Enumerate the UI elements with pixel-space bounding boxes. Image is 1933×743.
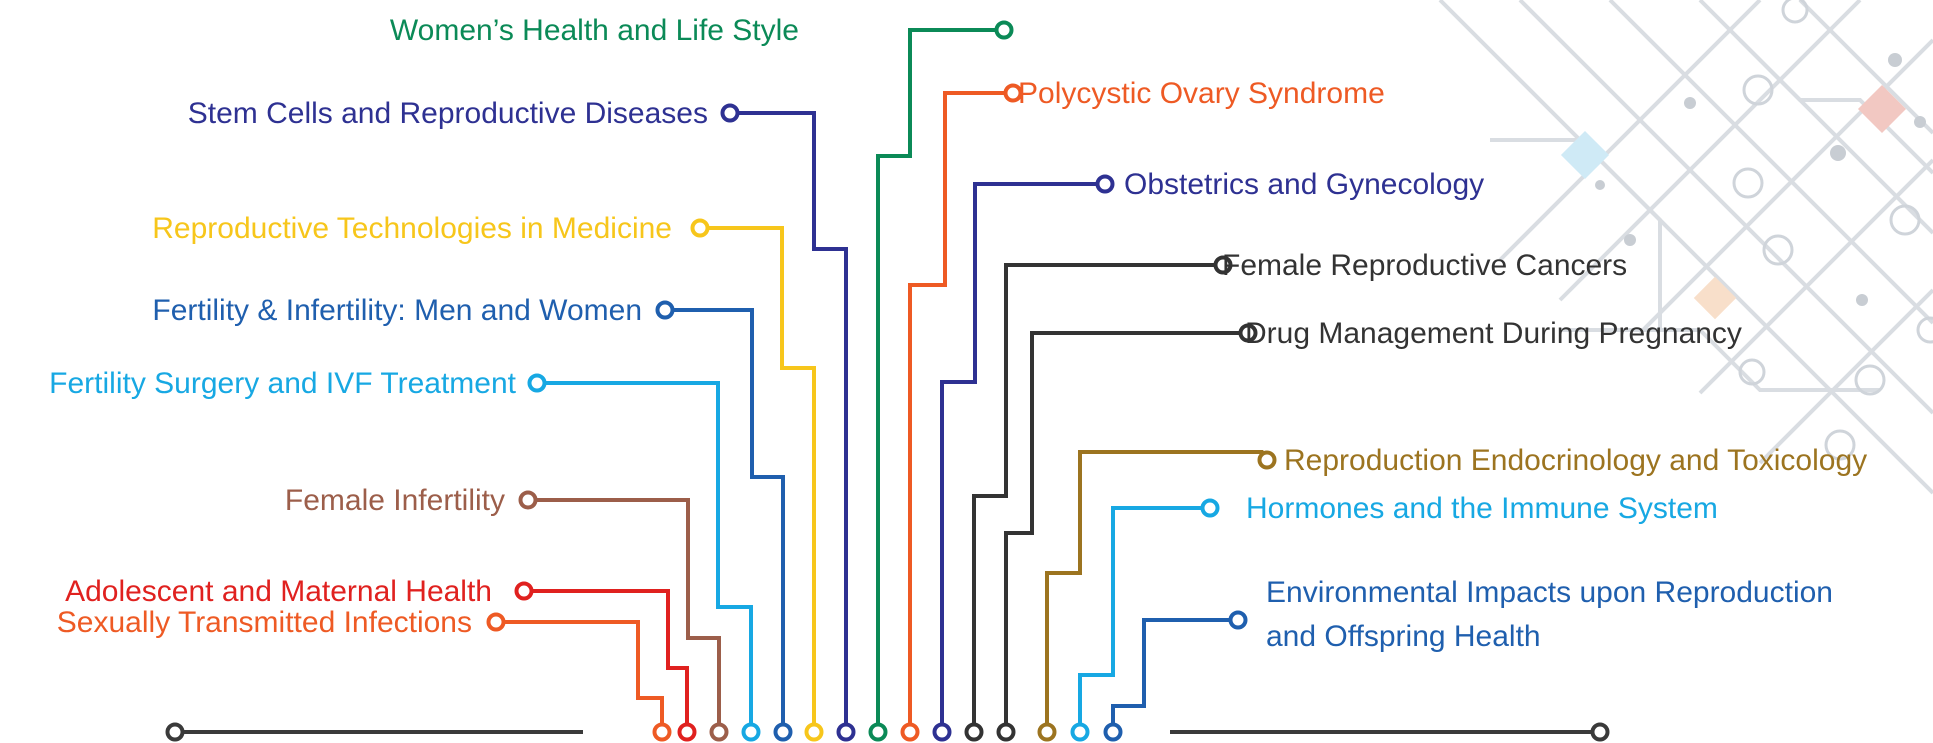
topic-right-1: Polycystic Ovary Syndrome [1018,77,1385,110]
terminal-node-right-4 [996,722,1016,742]
topic-left-1: Women’s Health and Life Style [390,14,799,47]
terminal-node-right-2 [932,722,952,742]
topic-node-left-7 [514,581,534,601]
connector-line-right-7 [1111,618,1238,732]
topic-label: Women’s Health and Life Style [390,14,799,47]
topic-node-right-3 [1213,255,1233,275]
terminal-node-right-7 [1103,722,1123,742]
topic-left-6: Female Infertility [285,484,505,517]
topic-right-6: Hormones and the Immune System [1246,492,1718,525]
terminal-node-left-6 [709,722,729,742]
terminal-node-left-2 [836,722,856,742]
connector-line-left-1 [876,28,1004,732]
topic-right-5: Reproduction Endocrinology and Toxicolog… [1284,444,1867,477]
topic-label: Female Infertility [285,484,505,517]
terminal-node-right-1 [900,722,920,742]
topic-node-right-5 [1257,450,1277,470]
topic-left-3: Reproductive Technologies in Medicine [152,212,672,245]
topic-node-right-4 [1238,323,1258,343]
terminal-node-left-1 [868,722,888,742]
topic-label: Adolescent and Maternal Health [65,575,492,608]
topic-node-left-2 [720,103,740,123]
topic-node-left-4 [655,300,675,320]
connector-line-right-3 [972,263,1223,732]
connector-lines [486,20,1277,742]
topic-label: Drug Management During Pregnancy [1245,317,1742,350]
topic-right-7: Environmental Impacts upon Reproduction a… [1266,576,1833,653]
topic-label: Polycystic Ovary Syndrome [1018,77,1385,110]
topic-label: Female Reproductive Cancers [1222,249,1627,282]
topic-right-3: Female Reproductive Cancers [1222,249,1627,282]
connector-line-left-4 [665,308,785,732]
topic-node-left-8 [486,612,506,632]
connector-line-right-2 [940,182,1105,732]
topic-right-2: Obstetrics and Gynecology [1124,168,1484,201]
topic-left-4: Fertility & Infertility: Men and Women [152,294,642,327]
topic-node-right-1 [1003,83,1023,103]
terminal-node-right-6 [1070,722,1090,742]
connector-line-left-2 [730,111,848,732]
terminal-node-right-5 [1037,722,1057,742]
topic-node-right-2 [1095,174,1115,194]
topic-label: Hormones and the Immune System [1246,492,1718,525]
topic-left-7: Adolescent and Maternal Health [65,575,492,608]
topic-node-left-6 [518,490,538,510]
connector-line-right-1 [908,91,1013,732]
topic-left-2: Stem Cells and Reproductive Diseases [188,97,708,130]
topic-left-5: Fertility Surgery and IVF Treatment [49,367,516,400]
topic-node-right-6 [1200,498,1220,518]
topic-label: Fertility & Infertility: Men and Women [152,294,642,327]
terminal-node-left-8 [652,722,672,742]
connector-line-left-6 [528,498,721,732]
timeline-baseline [165,722,1610,742]
topic-label-line2: and Offspring Health [1266,620,1541,653]
connector-line-left-5 [537,381,753,732]
terminal-node-left-5 [741,722,761,742]
topic-node-left-3 [690,218,710,238]
topic-node-left-1 [994,20,1014,40]
baseline-right-end-node [1590,722,1610,742]
connector-line-left-8 [496,620,664,732]
topic-label: Obstetrics and Gynecology [1124,168,1484,201]
connector-line-left-3 [700,226,816,732]
terminal-node-left-3 [804,722,824,742]
terminal-node-left-7 [677,722,697,742]
topic-label: Reproduction Endocrinology and Toxicolog… [1284,444,1867,477]
baseline-left-end-node [165,722,185,742]
terminal-node-left-4 [773,722,793,742]
topic-label: Fertility Surgery and IVF Treatment [49,367,516,400]
circuit-background [1438,0,1933,495]
topic-node-left-5 [527,373,547,393]
topic-label: Reproductive Technologies in Medicine [152,212,672,245]
topic-left-8: Sexually Transmitted Infections [57,606,472,639]
topic-right-4: Drug Management During Pregnancy [1245,317,1742,350]
topic-label: Sexually Transmitted Infections [57,606,472,639]
connector-line-right-4 [1004,331,1248,732]
topic-node-right-7 [1228,610,1248,630]
topic-label: Stem Cells and Reproductive Diseases [188,97,708,130]
connector-line-left-7 [524,589,689,732]
terminal-node-right-3 [964,722,984,742]
topic-label: Environmental Impacts upon Reproduction [1266,576,1833,609]
connector-line-right-6 [1078,506,1210,732]
